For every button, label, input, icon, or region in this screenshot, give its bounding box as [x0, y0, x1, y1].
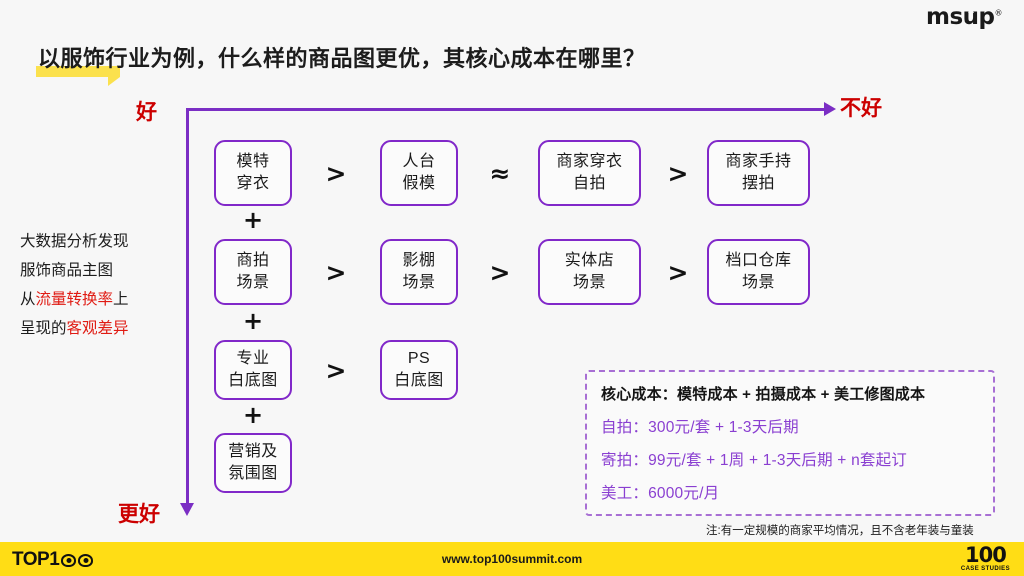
cost-line-consign: 寄拍：99元/套 + 1周 + 1-3天后期 + n套起订 — [601, 452, 907, 469]
flow-box-line1: 人台 — [402, 153, 436, 170]
flow-box-text: 人台假模 — [402, 151, 435, 195]
core-cost-title: 核心成本：模特成本 + 拍摄成本 + 美工修图成本 — [601, 386, 926, 403]
axis-horizontal — [186, 108, 826, 111]
operator-greater-row1-3: > — [667, 158, 689, 188]
flow-box-mannequin[interactable]: 人台假模 — [380, 140, 458, 206]
eye-right-icon — [78, 553, 94, 567]
footnote: 注:有一定规模的商家平均情况，且不含老年装与童装 — [706, 525, 974, 537]
msup-logo: msup® — [926, 6, 1002, 29]
flow-box-merchant-handheld[interactable]: 商家手持摆拍 — [707, 140, 810, 206]
plus-sign-1: + — [242, 206, 264, 234]
flow-box-professional-white-bg[interactable]: 专业白底图 — [214, 340, 292, 400]
flow-box-line1: 营销及 — [228, 443, 278, 460]
description-line-3-highlight: 流量转换率 — [35, 291, 114, 308]
axis-horizontal-arrowhead-icon — [824, 102, 836, 116]
flow-box-line1: 专业 — [236, 350, 270, 367]
core-cost-card: 核心成本：模特成本 + 拍摄成本 + 美工修图成本 自拍：300元/套 + 1-… — [585, 370, 995, 516]
description-line-4-highlight: 客观差异 — [66, 320, 129, 337]
operator-greater-row1-1: > — [325, 158, 347, 188]
flow-box-ps-white-bg[interactable]: PS 白底图 — [380, 340, 458, 400]
footer-bar: TOP1 www.top100summit.com 100 CASE STUDI… — [0, 542, 1024, 576]
flow-box-text: 档口仓库场景 — [725, 250, 791, 294]
description-line-2: 服饰商品主图 — [20, 262, 114, 279]
case-studies-logo: 100 CASE STUDIES — [961, 545, 1010, 573]
operator-greater-row2-3: > — [667, 257, 689, 287]
page-title-text: 以服饰行业为例，什么样的商品图更优，其核心成本在哪里？ — [38, 46, 646, 71]
axis-vertical — [186, 108, 189, 506]
flow-box-line1: 影棚 — [402, 252, 436, 269]
flow-box-commercial-shoot-scene[interactable]: 商拍场景 — [214, 239, 292, 305]
flow-box-text: 影棚场景 — [402, 250, 435, 294]
title-highlight-marker — [36, 66, 120, 86]
flow-box-line1: PS — [407, 350, 431, 367]
operator-approx-row1-2: ≈ — [489, 158, 511, 188]
description-line-3-prefix: 从 — [20, 291, 36, 308]
flow-box-line1: 商拍 — [236, 252, 270, 269]
description-line-3-suffix: 上 — [113, 291, 129, 308]
flow-box-line2: 白底图 — [228, 372, 278, 389]
plus-sign-3: + — [242, 401, 264, 429]
axis-label-bad: 不好 — [840, 97, 882, 120]
registered-mark-icon: ® — [994, 8, 1003, 18]
description-line-1: 大数据分析发现 — [20, 233, 129, 250]
eyes-icon — [61, 553, 94, 567]
flow-box-line2: 摆拍 — [741, 175, 775, 192]
flow-box-text: 实体店场景 — [565, 250, 615, 294]
description-line-3: 从流量转换率上 — [20, 285, 129, 314]
flow-box-line1: 模特 — [236, 153, 270, 170]
cost-line-designer: 美工：6000元/月 — [601, 485, 720, 502]
case-studies-number: 100 — [965, 543, 1007, 567]
flow-box-studio-scene[interactable]: 影棚场景 — [380, 239, 458, 305]
flow-box-line1: 实体店 — [564, 252, 615, 269]
flow-box-line2: 白底图 — [394, 372, 444, 389]
flow-box-line1: 商家手持 — [725, 153, 792, 170]
flow-box-text: 营销及氛围图 — [228, 441, 278, 485]
flow-box-line2: 场景 — [741, 274, 775, 291]
flow-box-line1: 档口仓库 — [725, 252, 792, 269]
cost-line-selfie: 自拍：300元/套 + 1-3天后期 — [601, 419, 799, 436]
flow-box-line2: 穿衣 — [236, 175, 270, 192]
flow-box-text: 商家手持摆拍 — [725, 151, 791, 195]
axis-label-better: 更好 — [118, 503, 160, 526]
operator-greater-row2-2: > — [489, 257, 511, 287]
flow-box-line2: 场景 — [236, 274, 270, 291]
eye-left-icon — [61, 553, 77, 567]
flow-box-model-wearing[interactable]: 模特穿衣 — [214, 140, 292, 206]
description-block: 大数据分析发现 服饰商品主图 从流量转换率上 呈现的客观差异 — [20, 227, 129, 343]
flow-box-text: PS 白底图 — [394, 348, 444, 392]
case-studies-label: CASE STUDIES — [960, 566, 1010, 572]
operator-greater-row3-1: > — [325, 355, 347, 385]
flow-box-text: 专业白底图 — [228, 348, 278, 392]
axis-vertical-arrowhead-icon — [180, 503, 194, 516]
footer-url[interactable]: www.top100summit.com — [441, 552, 583, 566]
flow-box-text: 商拍场景 — [236, 250, 269, 294]
flow-box-merchant-selfie[interactable]: 商家穿衣自拍 — [538, 140, 641, 206]
flow-box-line2: 自拍 — [572, 175, 606, 192]
plus-sign-2: + — [242, 307, 264, 335]
flow-box-line2: 场景 — [572, 274, 606, 291]
top100-logo: TOP1 — [12, 549, 94, 571]
logo-text-p: p — [978, 4, 995, 30]
flow-box-line2: 假模 — [402, 175, 436, 192]
description-line-4-prefix: 呈现的 — [20, 320, 67, 337]
flow-box-line1: 商家穿衣 — [556, 153, 623, 170]
description-line-4: 呈现的客观差异 — [20, 314, 129, 343]
flow-box-text: 商家穿衣自拍 — [556, 151, 622, 195]
top100-logo-text: TOP1 — [12, 549, 60, 570]
page-title: 以服饰行业为例，什么样的商品图更优，其核心成本在哪里？ — [38, 41, 646, 73]
flow-box-line2: 场景 — [402, 274, 436, 291]
flow-box-marketing-atmosphere[interactable]: 营销及氛围图 — [214, 433, 292, 493]
flow-box-physical-store-scene[interactable]: 实体店场景 — [538, 239, 641, 305]
logo-up-arrow-icon: u — [962, 4, 979, 30]
flow-box-stall-warehouse-scene[interactable]: 档口仓库场景 — [707, 239, 810, 305]
logo-text-ms: ms — [926, 4, 963, 30]
flow-box-line2: 氛围图 — [228, 465, 278, 482]
axis-label-good: 好 — [136, 101, 157, 124]
operator-greater-row2-1: > — [325, 257, 347, 287]
flow-box-text: 模特穿衣 — [236, 151, 269, 195]
